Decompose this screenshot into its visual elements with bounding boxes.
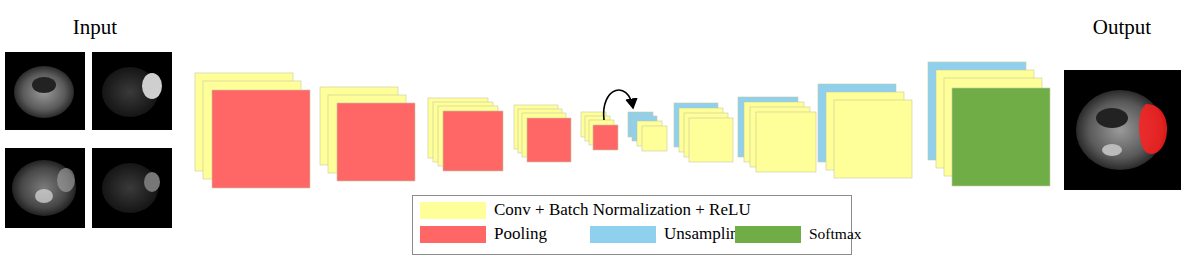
legend-swatch bbox=[735, 226, 801, 243]
legend-swatch bbox=[590, 226, 656, 243]
output-image bbox=[1064, 70, 1181, 190]
legend-text: Conv + Batch Normalization + ReLU bbox=[494, 201, 751, 220]
legend-swatch bbox=[420, 226, 486, 243]
legend-swatch bbox=[420, 202, 486, 219]
input-images bbox=[5, 52, 172, 228]
layer-stacks bbox=[195, 62, 1050, 188]
curved-arrow bbox=[604, 90, 633, 120]
legend-text: Softmax bbox=[809, 225, 862, 242]
io-label: Output bbox=[1093, 16, 1151, 39]
legend-text: Pooling bbox=[494, 225, 547, 244]
io-label: Input bbox=[73, 16, 117, 39]
